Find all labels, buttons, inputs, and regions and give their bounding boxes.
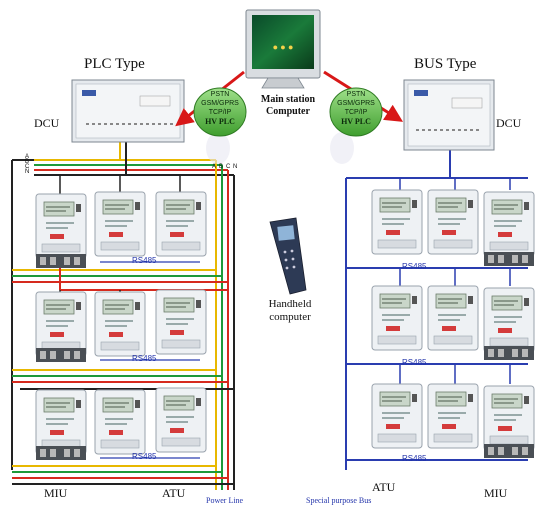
bus-atu-label: ATU — [372, 480, 395, 495]
svg-text:● ● ●: ● ● ● — [273, 42, 294, 52]
bus-miu-label: MIU — [484, 486, 507, 501]
handheld-line2: computer — [258, 311, 322, 324]
bus-meters — [372, 190, 534, 458]
riser-phase-label-a: A — [212, 164, 216, 170]
comm-method-pstn: PSTN — [190, 90, 250, 99]
comm-method-hv-plc: HV PLC — [326, 117, 386, 126]
plc-rs485-label-1: RS485 — [132, 256, 156, 265]
left-phase-labels: A B C N — [25, 155, 29, 175]
handheld-label: Handheld computer — [258, 298, 322, 324]
comm-method-hv-plc: HV PLC — [190, 117, 250, 126]
comm-method-pstn: PSTN — [326, 90, 386, 99]
riser-phase-label-n: N — [233, 164, 237, 170]
comm-method-tcpip: TCP/IP — [190, 108, 250, 117]
comm-method-gsm: GSM/GPRS — [326, 99, 386, 108]
plc-dcu-box — [72, 80, 184, 142]
handheld-line1: Handheld — [258, 298, 322, 311]
bus-rs485-label-3: RS485 — [402, 454, 426, 463]
bus-dcu-box — [404, 80, 494, 150]
handheld-device — [270, 218, 306, 294]
plc-rs485-label-3: RS485 — [132, 452, 156, 461]
main-station-line1: Main station — [258, 94, 318, 106]
plc-rs485-label-2: RS485 — [132, 354, 156, 363]
special-bus-label: Special purpose Bus — [306, 496, 371, 505]
phase-label-n: N — [25, 170, 29, 175]
main-station-label: Main station Computer — [258, 94, 318, 118]
plc-atu-label: ATU — [162, 486, 185, 501]
comm-methods-list: PSTN GSM/GPRS TCP/IP HV PLC — [190, 90, 250, 126]
comm-method-tcpip: TCP/IP — [326, 108, 386, 117]
bus-rs485-label-1: RS485 — [402, 262, 426, 271]
plc-dcu-label: DCU — [34, 116, 59, 131]
plc-type-title: PLC Type — [84, 56, 145, 73]
bus-rs485-label-2: RS485 — [402, 358, 426, 367]
bus-dcu-label: DCU — [496, 116, 521, 131]
riser-phase-label-b: B — [219, 164, 223, 170]
main-station-computer: ● ● ● — [246, 10, 320, 88]
bus-comm-bubble: PSTN GSM/GPRS TCP/IP HV PLC — [326, 86, 386, 138]
riser-phase-label-c: C — [226, 164, 230, 170]
plc-meters — [36, 192, 206, 460]
main-station-line2: Computer — [258, 106, 318, 118]
plc-comm-bubble: PSTN GSM/GPRS TCP/IP HV PLC — [190, 86, 250, 138]
power-line-label: Power Line — [206, 496, 243, 505]
comm-method-gsm: GSM/GPRS — [190, 99, 250, 108]
comm-methods-list: PSTN GSM/GPRS TCP/IP HV PLC — [326, 90, 386, 126]
plc-miu-label: MIU — [44, 486, 67, 501]
bus-type-title: BUS Type — [414, 56, 476, 73]
